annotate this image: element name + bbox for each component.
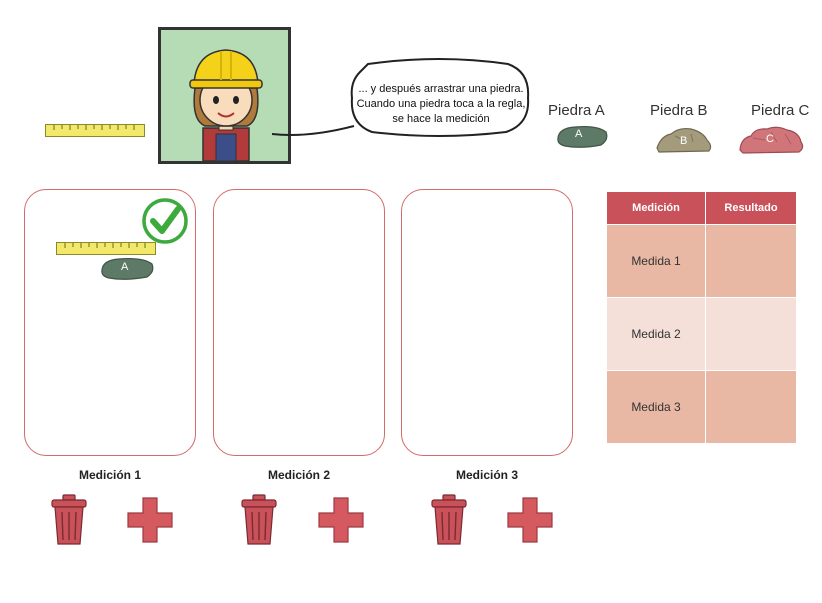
panel-1-ruler [56, 242, 156, 255]
stone-a-letter: A [575, 128, 583, 140]
check-icon [142, 198, 188, 244]
plus-icon [127, 497, 173, 543]
row-result [705, 370, 797, 444]
results-table: Medición Resultado Medida 1 Medida 2 Med… [606, 191, 797, 444]
row-label: Medida 3 [606, 370, 706, 444]
add-measurement-1-button[interactable] [126, 496, 174, 544]
row-result [705, 297, 797, 371]
table-row: Medida 3 [606, 370, 797, 444]
stone-c-shape [739, 126, 804, 154]
panel-1-ruler-ticks [64, 243, 146, 248]
row-label: Medida 2 [606, 297, 706, 371]
speech-line-3: se hace la medición [392, 113, 490, 125]
panel-1-stone[interactable]: A [99, 256, 155, 280]
table-row: Medida 1 [606, 224, 797, 298]
table-row: Medida 2 [606, 297, 797, 371]
stone-b-label: Piedra B [650, 102, 708, 119]
results-table-header: Medición Resultado [606, 191, 797, 225]
panel-2-caption: Medición 2 [267, 468, 330, 482]
plus-icon [318, 497, 364, 543]
guide-character-portrait [158, 27, 291, 164]
delete-measurement-3-button[interactable] [431, 494, 467, 546]
trash-icon [431, 494, 467, 545]
stone-a-shape [557, 125, 608, 148]
speech-line-1: ... y después arrastrar una piedra. [358, 83, 524, 95]
speech-bubble-tail [271, 125, 355, 136]
measurement-panel-2[interactable] [213, 189, 385, 456]
stone-a-label: Piedra A [548, 102, 605, 119]
panel-1-stone-shape [101, 257, 154, 280]
trash-icon [51, 494, 87, 545]
stone-c[interactable]: C [737, 124, 807, 154]
delete-measurement-2-button[interactable] [241, 494, 277, 546]
measurement-panel-3[interactable] [401, 189, 573, 456]
header-result: Resultado [705, 191, 797, 225]
add-measurement-3-button[interactable] [506, 496, 554, 544]
plus-icon [507, 497, 553, 543]
header-measurement: Medición [606, 191, 706, 225]
add-measurement-2-button[interactable] [317, 496, 365, 544]
stone-c-label: Piedra C [751, 102, 810, 119]
trash-icon [241, 494, 277, 545]
panel-1-stone-letter: A [121, 261, 129, 273]
ruler-tool[interactable] [45, 124, 145, 137]
ruler-ticks [53, 125, 135, 130]
stone-c-letter: C [766, 133, 774, 145]
stone-b-letter: B [680, 135, 688, 147]
row-result [705, 224, 797, 298]
stone-b[interactable]: B [655, 126, 713, 154]
speech-line-2: Cuando una piedra toca a la regla, [356, 98, 526, 110]
row-label: Medida 1 [606, 224, 706, 298]
panel-1-caption: Medición 1 [78, 468, 141, 482]
worker-illustration [189, 49, 263, 162]
speech-bubble [350, 58, 530, 137]
speech-bubble-text: ... y después arrastrar una piedra. Cuan… [356, 82, 526, 127]
panel-3-caption: Medición 3 [455, 468, 518, 482]
delete-measurement-1-button[interactable] [51, 494, 87, 546]
stone-b-shape [656, 127, 712, 153]
stone-a[interactable]: A [555, 124, 609, 148]
